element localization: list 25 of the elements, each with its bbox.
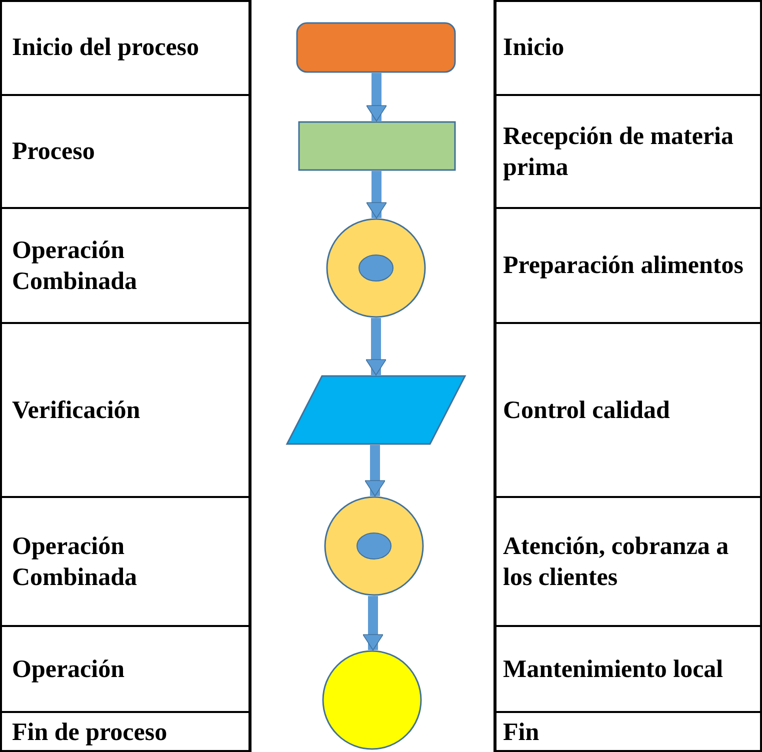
flow-arrow: [362, 596, 384, 650]
symbol-name: Operación: [12, 654, 124, 684]
step-description: Recepción de materia prima: [503, 122, 734, 182]
step-description: Control calidad: [503, 396, 670, 426]
step-description: Mantenimiento local: [503, 654, 724, 684]
symbol-name: Inicio del proceso: [12, 33, 200, 63]
flow-arrow: [366, 318, 386, 376]
start-terminator: [296, 22, 456, 73]
flow-arrow: [364, 445, 386, 496]
step-description: Inicio: [503, 33, 564, 63]
process-box: [298, 121, 456, 171]
symbol-name: Operación Combinada: [12, 236, 138, 296]
step-description: Fin: [503, 718, 540, 748]
symbol-name: Proceso: [12, 137, 95, 167]
inspection-parallelogram: [286, 375, 466, 445]
step-description: Preparación alimentos: [503, 251, 744, 281]
flow-arrow: [366, 73, 387, 122]
operation-circle: [322, 650, 422, 750]
symbol-name: Operación Combinada: [12, 532, 138, 592]
combined-operation-symbol: [324, 496, 424, 596]
flow-arrow: [366, 171, 387, 218]
step-description: Atención, cobranza a los clientes: [503, 532, 730, 592]
symbol-name: Fin de proceso: [12, 718, 168, 748]
combined-operation-symbol: [326, 218, 426, 318]
symbol-name: Verificación: [12, 396, 140, 426]
